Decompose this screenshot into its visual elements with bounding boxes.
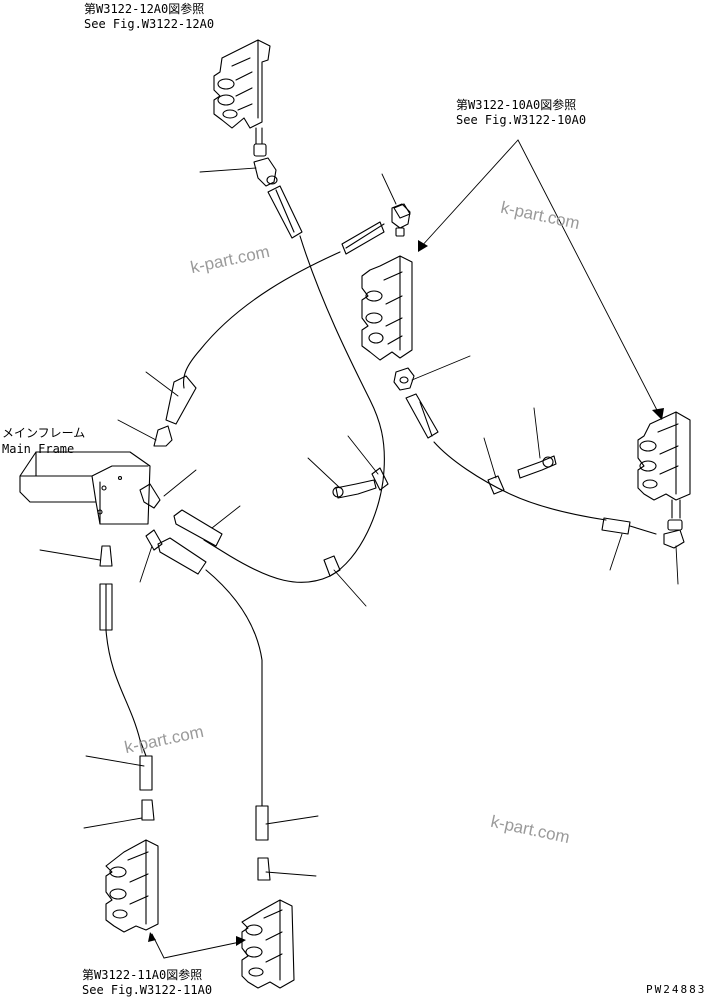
- upper-right-elbow: [391, 203, 411, 237]
- right-reference-en: See Fig.W3122-10A0: [456, 113, 587, 127]
- top-valve-block: [213, 39, 271, 145]
- bottom-reference-jp: 第W3122-11A0図参照: [82, 968, 203, 982]
- top-reference-jp: 第W3122-12A0図参照: [84, 2, 205, 16]
- bolts: [332, 455, 557, 499]
- hose-left-down: [105, 583, 147, 757]
- top-elbow-fitting: [253, 143, 278, 187]
- far-right-valve-block: [637, 411, 691, 519]
- right-upper-valve-block: [361, 255, 413, 361]
- hose-clamps: [323, 467, 505, 577]
- lower-center-valve-block: [241, 899, 295, 989]
- arrow-heads: [148, 240, 664, 946]
- reference-arrows: [151, 139, 661, 959]
- drawing-number: PW24883: [646, 983, 707, 996]
- hose-fittings: [99, 185, 631, 881]
- top-reference-en: See Fig.W3122-12A0: [84, 17, 215, 31]
- right-mid-elbow: [393, 367, 415, 391]
- hose-upper-right-to-frame: [182, 223, 385, 389]
- main-frame-label-jp: メインフレーム: [2, 426, 86, 440]
- bottom-reference-en: See Fig.W3122-11A0: [82, 983, 213, 997]
- main-frame-block: [19, 451, 151, 525]
- right-reference-jp: 第W3122-10A0図参照: [456, 98, 577, 112]
- hose-center-down: [205, 569, 263, 807]
- far-right-fitting: [663, 519, 685, 549]
- main-frame-label-en: Main Frame: [2, 442, 75, 456]
- hose-right-run: [419, 401, 657, 535]
- leader-lines: [39, 167, 679, 877]
- lower-left-valve-block: [105, 839, 159, 933]
- hose-top-to-frame: [203, 189, 385, 583]
